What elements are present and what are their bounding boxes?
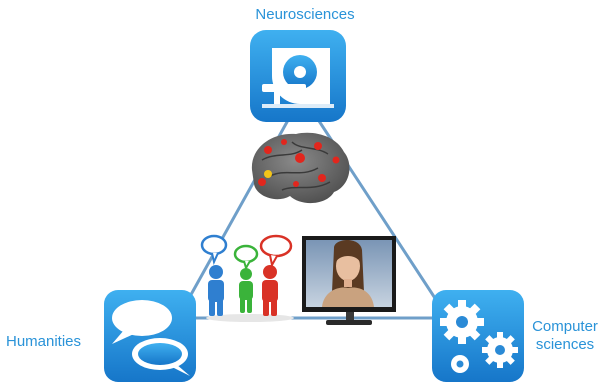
speech-bubble-blue-icon (200, 234, 228, 266)
person-blue (208, 265, 224, 316)
speech-bubble-red-icon (259, 234, 293, 268)
gears-icon (432, 290, 524, 382)
person-green (239, 268, 253, 313)
people-talking-image (200, 234, 294, 322)
speech-bubbles-icon (104, 290, 196, 382)
mri-scanner-icon (250, 30, 346, 122)
virtual-agent-monitor-image (302, 236, 396, 325)
brain-image (251, 132, 350, 204)
triangle-connector (176, 93, 450, 320)
vertex-label-humanities: Humanities (6, 333, 82, 350)
speech-bubble-green-icon (233, 244, 259, 271)
vertex-label-computer-line2: sciences (535, 336, 595, 353)
person-red (262, 265, 278, 316)
vertex-label-computer-line1: Computer (532, 318, 598, 335)
vertex-label-computer-sciences: Computer sciences (524, 318, 606, 354)
vertex-label-neurosciences: Neurosciences (255, 6, 355, 23)
